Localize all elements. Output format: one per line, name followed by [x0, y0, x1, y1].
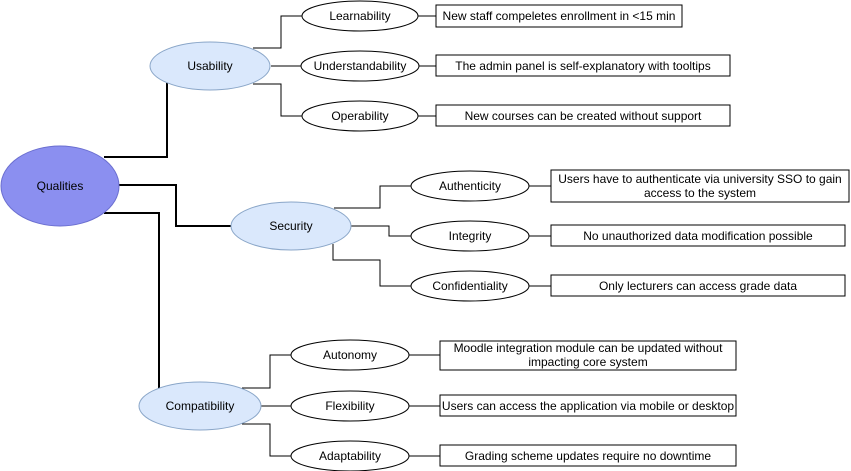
attribute-learnability: Learnability	[301, 0, 419, 32]
attribute-integrity: Integrity	[410, 220, 530, 252]
attribute-adaptability: Adaptability	[290, 440, 410, 471]
scenario-autonomy: Moodle integration module can be updated…	[439, 340, 737, 371]
category-security: Security	[230, 201, 352, 251]
attribute-ellipse	[290, 440, 410, 471]
attribute-ellipse	[290, 339, 410, 371]
scenario-understandability: The admin panel is self-explanatory with…	[435, 54, 731, 77]
connector-security-confidentiality	[332, 244, 411, 287]
scenario-adaptability: Grading scheme updates require no downti…	[439, 444, 737, 467]
scenario-box	[550, 274, 846, 297]
scenario-box	[439, 340, 737, 371]
connector-root-compatibility	[104, 212, 160, 390]
category-ellipse	[149, 41, 271, 91]
connector-usability-learnability	[253, 15, 302, 49]
attribute-ellipse	[410, 220, 530, 252]
attribute-authenticity: Authenticity	[410, 170, 530, 202]
connector-usability-operability	[253, 83, 302, 117]
attribute-label: Understandability	[314, 59, 407, 73]
scenario-text: Users have to authenticate via universit…	[558, 172, 841, 186]
attribute-operability: Operability	[301, 100, 419, 132]
attribute-label: Authenticity	[439, 179, 501, 193]
scenario-text: impacting core system	[528, 355, 647, 369]
connector-compatibility-adaptability	[242, 423, 291, 457]
scenario-connectors	[409, 15, 551, 457]
root-connectors	[92, 83, 232, 390]
category-label: Security	[269, 219, 312, 233]
attribute-label: Confidentiality	[432, 279, 507, 293]
category-label: Usability	[187, 59, 232, 73]
connector-compatibility-autonomy	[242, 354, 291, 389]
attribute-ellipse	[290, 390, 410, 422]
scenario-box	[439, 394, 737, 417]
root-node: Qualities	[0, 145, 120, 227]
scenario-text: Users can access the application via mob…	[442, 399, 734, 413]
category-ellipse	[138, 381, 262, 431]
attribute-confidentiality: Confidentiality	[410, 270, 530, 302]
scenario-text: No unauthorized data modification possib…	[583, 229, 813, 243]
connector-root-usability	[104, 83, 168, 158]
attribute-ellipse	[301, 0, 419, 32]
scenario-text: Only lecturers can access grade data	[599, 279, 797, 293]
attribute-label: Adaptability	[319, 449, 381, 463]
attribute-label: Operability	[331, 109, 388, 123]
attribute-autonomy: Autonomy	[290, 339, 410, 371]
scenario-box	[435, 54, 731, 77]
attribute-label: Learnability	[329, 9, 390, 23]
scenario-integrity: No unauthorized data modification possib…	[550, 224, 846, 247]
category-usability: Usability	[149, 41, 271, 91]
scenario-text: New courses can be created without suppo…	[465, 109, 702, 123]
scenario-text: Moodle integration module can be updated…	[454, 341, 724, 355]
attribute-understandability: Understandability	[300, 50, 420, 82]
attribute-label: Integrity	[449, 229, 492, 243]
scenario-box	[435, 104, 731, 127]
scenario-operability: New courses can be created without suppo…	[435, 104, 731, 127]
scenario-text: Grading scheme updates require no downti…	[465, 449, 711, 463]
scenario-box	[435, 4, 683, 28]
attribute-label: Flexibility	[325, 399, 374, 413]
connector-security-authenticity	[334, 185, 411, 209]
category-ellipse	[230, 201, 352, 251]
scenario-confidentiality: Only lecturers can access grade data	[550, 274, 846, 297]
attribute-ellipse	[301, 100, 419, 132]
attribute-label: Autonomy	[323, 348, 377, 362]
scenario-text: New staff compeletes enrollment in <15 m…	[443, 9, 676, 23]
attribute-ellipse	[410, 170, 530, 202]
scenario-authenticity: Users have to authenticate via universit…	[550, 169, 850, 203]
attribute-flexibility: Flexibility	[290, 390, 410, 422]
scenario-learnability: New staff compeletes enrollment in <15 m…	[435, 4, 683, 28]
connector-root-security	[92, 184, 232, 227]
attribute-ellipse	[300, 50, 420, 82]
category-compatibility: Compatibility	[138, 381, 262, 431]
category-connectors	[242, 15, 411, 457]
scenario-box	[439, 444, 737, 467]
category-label: Compatibility	[166, 399, 235, 413]
scenario-flexibility: Users can access the application via mob…	[439, 394, 737, 417]
scenario-text: The admin panel is self-explanatory with…	[455, 59, 710, 73]
scenario-box	[550, 224, 846, 247]
root-ellipse	[0, 145, 120, 227]
root-label: Qualities	[37, 179, 84, 193]
attribute-ellipse	[410, 270, 530, 302]
connector-security-integrity	[351, 225, 411, 237]
scenario-box	[550, 169, 850, 203]
scenario-text: access to the system	[644, 186, 756, 200]
